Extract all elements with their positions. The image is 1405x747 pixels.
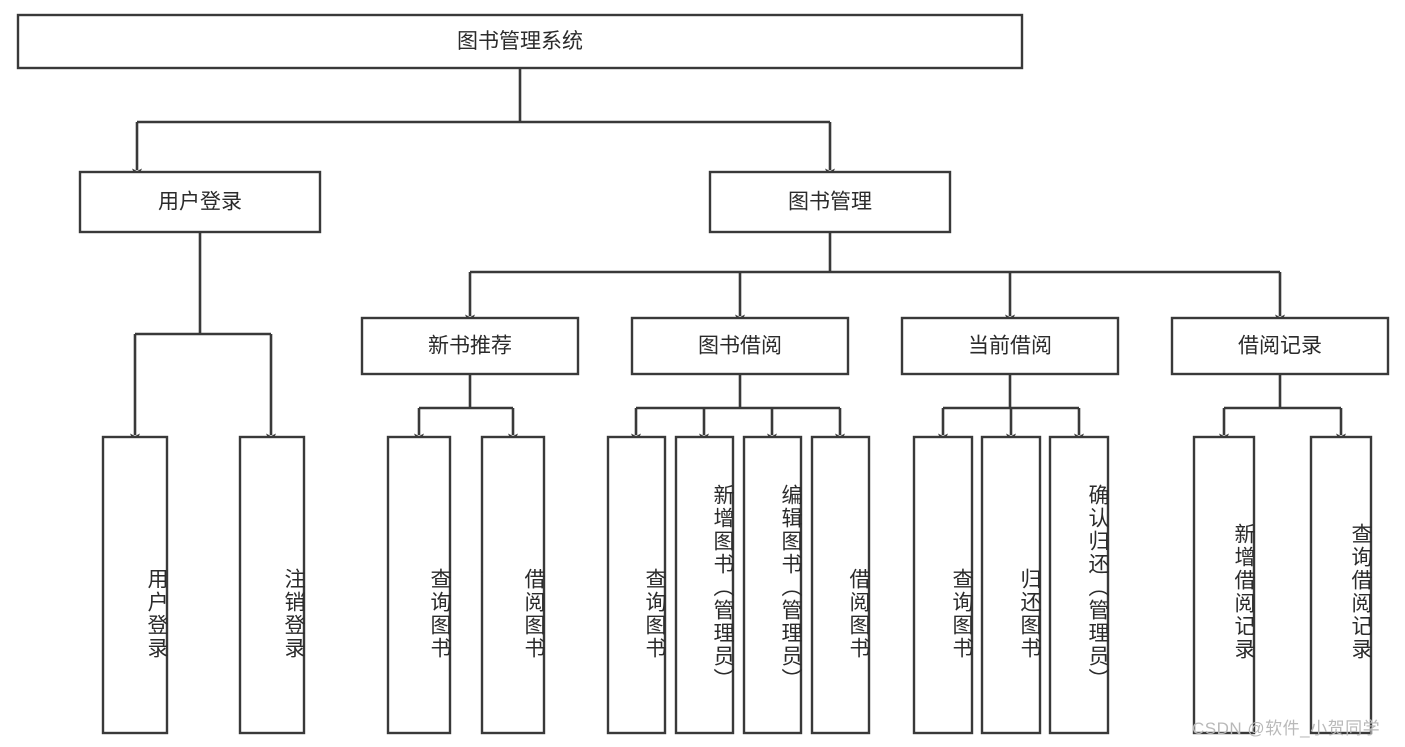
node-box-leaf-新增图书管理员[interactable] [674,435,735,735]
node-box-leaf-用户登录[interactable] [101,435,169,735]
node-box-l3-新书推荐[interactable] [360,316,580,376]
node-box-l3-当前借阅[interactable] [900,316,1120,376]
node-box-leaf-查询借阅记录[interactable] [1309,435,1373,735]
connector-lines [130,68,1346,445]
node-box-l3-图书借阅[interactable] [630,316,850,376]
node-label-l3-新书推荐: 新书推荐 [428,335,512,358]
node-box-leaf-查询图书[interactable] [386,435,452,735]
node-box-l2-图书管理[interactable] [708,170,952,234]
node-box-leaf-查询图书[interactable] [606,435,667,735]
node-box-leaf-注销登录[interactable] [238,435,306,735]
node-box-leaf-借阅图书[interactable] [480,435,546,735]
node-box-leaf-查询图书[interactable] [912,435,974,735]
node-box-leaf-新增借阅记录[interactable] [1192,435,1256,735]
node-box-root-图书管理系统[interactable] [16,13,1024,70]
node-box-leaf-归还图书[interactable] [980,435,1042,735]
node-label-l2-图书管理: 图书管理 [788,191,872,214]
node-label-l2-用户登录: 用户登录 [158,191,242,214]
node-box-l2-用户登录[interactable] [78,170,322,234]
node-label-l3-图书借阅: 图书借阅 [698,335,782,358]
node-box-leaf-借阅图书[interactable] [810,435,871,735]
node-label-l3-借阅记录: 借阅记录 [1238,335,1322,358]
node-box-leaf-确认归还管理员[interactable] [1048,435,1110,735]
node-box-l3-借阅记录[interactable] [1170,316,1390,376]
node-label-root-图书管理系统: 图书管理系统 [457,30,583,53]
node-box-leaf-编辑图书管理员[interactable] [742,435,803,735]
csdn-watermark: CSDN @软件_小贺同学 [1192,719,1381,738]
node-label-l3-当前借阅: 当前借阅 [968,335,1052,358]
node-boxes [16,13,1390,735]
